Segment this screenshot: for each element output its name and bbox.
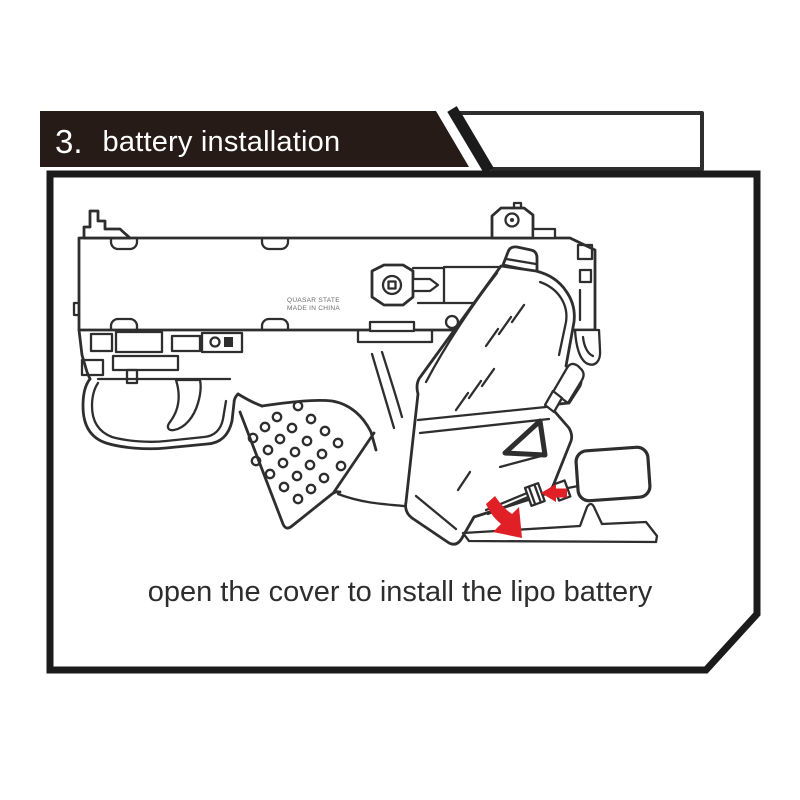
- cap-line: [504, 257, 538, 266]
- rear-sight-screw-dot: [510, 218, 514, 222]
- step-number: 3.: [55, 123, 83, 160]
- lock-square: [387, 280, 397, 290]
- frame-cutout: [114, 330, 164, 354]
- frame-detail: [224, 337, 233, 347]
- cable-plug: [523, 482, 546, 508]
- arrow-left-icon: [541, 484, 567, 502]
- grip-texture-dots: [247, 400, 347, 505]
- slide-tab: [109, 237, 139, 251]
- rear-sight-nub: [512, 201, 523, 210]
- trigger-guard-inner: [90, 381, 228, 443]
- rear-sight-screw: [504, 212, 520, 228]
- latch-bump: [551, 362, 585, 405]
- frame-cutout: [80, 358, 105, 377]
- pistol-drawing: [72, 201, 602, 546]
- muzzle-notch: [72, 301, 81, 317]
- grip-rear-edge: [332, 431, 376, 494]
- rear-rail-notch: [368, 320, 416, 333]
- lipo-battery: [574, 445, 652, 503]
- content-box-border: [46, 170, 761, 674]
- caption-text: open the cover to install the lipo batte…: [147, 576, 653, 608]
- housing-ticks-lower: [454, 367, 496, 412]
- housing-inner-edge: [424, 271, 499, 384]
- cover-line: [498, 454, 543, 469]
- rear-frame-arc: [581, 335, 595, 358]
- rear-rail: [356, 329, 434, 344]
- grip-strap-line: [370, 352, 396, 430]
- banner-title: battery installation: [102, 125, 341, 158]
- battery-housing: [404, 264, 583, 546]
- trigger: [166, 378, 202, 432]
- rear-sight-step: [531, 227, 557, 240]
- frame-cutout: [111, 354, 180, 372]
- housing-inner-edge-right: [538, 280, 568, 357]
- housing-nub: [444, 314, 460, 330]
- frame-cutout: [170, 334, 202, 353]
- grip-strap-line2: [380, 350, 404, 419]
- rear-frame-ear: [573, 328, 602, 366]
- slide-lines: [411, 266, 446, 305]
- frame-cutout: [89, 332, 114, 353]
- takedown-pin: [209, 336, 221, 348]
- slide-tab: [109, 317, 139, 331]
- slide-rear-detail: [578, 268, 593, 284]
- lock-body: [370, 263, 415, 307]
- grip-box-connector: [336, 492, 406, 508]
- grip-web: [260, 398, 378, 452]
- slide-tab: [260, 317, 290, 331]
- housing-band-line: [416, 405, 548, 422]
- housing-cap: [501, 245, 539, 274]
- banner-slant-stripe: [447, 106, 494, 174]
- cover-tick: [456, 470, 472, 492]
- front-sight: [82, 209, 132, 240]
- slide-marking: QUASAR STATE MADE IN CHINA: [287, 297, 341, 312]
- frame-cutout: [200, 331, 244, 354]
- battery-compartment: [404, 245, 585, 546]
- slide-rear-detail: [576, 243, 594, 261]
- latch-bump-small: [543, 389, 564, 414]
- lock-key-shaft: [411, 277, 440, 293]
- housing-ticks-upper: [484, 303, 526, 348]
- grip-outline: [238, 410, 342, 530]
- arrow-down-icon: [486, 496, 522, 538]
- banner-parallelogram: [457, 111, 704, 171]
- slide-tab: [260, 237, 290, 251]
- frame-underside: [236, 392, 264, 408]
- housing-end-line: [414, 494, 458, 531]
- banner-background: [40, 111, 469, 167]
- housing-band-line2: [418, 417, 551, 435]
- cover-window: [502, 418, 548, 458]
- lock-circle: [381, 274, 403, 296]
- frame-front: [77, 328, 92, 381]
- frame-post: [125, 368, 139, 385]
- trigger-guard-outer: [81, 377, 240, 451]
- banner: 3. battery installation: [55, 117, 455, 167]
